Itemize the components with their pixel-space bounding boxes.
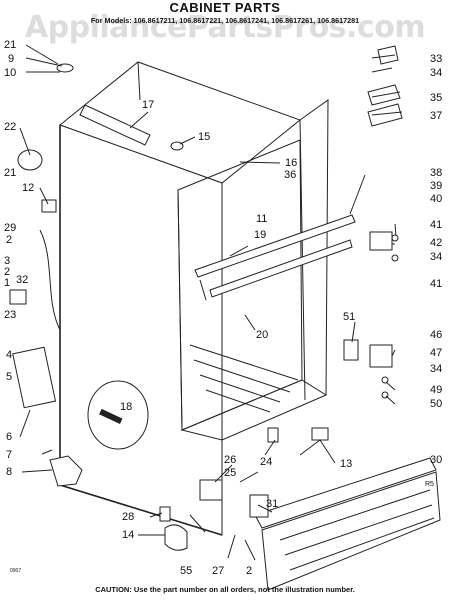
callout-5: 5 xyxy=(6,371,12,383)
callout-13: 13 xyxy=(340,458,352,470)
callout-1: 1 xyxy=(4,277,10,289)
caution-note: CAUTION: Use the part number on all orde… xyxy=(95,585,355,594)
callout-31: 31 xyxy=(266,498,278,510)
callout-46: 46 xyxy=(430,329,442,341)
leader-lines xyxy=(19,44,403,561)
control-assembly xyxy=(9,149,61,409)
callout-29: 29 xyxy=(4,222,16,234)
page-title: CABINET PARTS xyxy=(169,0,281,15)
callout-41b: 41 xyxy=(430,278,442,290)
callout-21: 21 xyxy=(4,39,16,51)
callout-34b: 34 xyxy=(430,251,442,263)
callout-4: 4 xyxy=(6,349,12,361)
callout-22: 22 xyxy=(4,121,16,133)
callout-2b: 2 xyxy=(4,266,10,278)
callout-36: 36 xyxy=(284,169,296,181)
detail-part xyxy=(99,408,123,425)
callout-50: 50 xyxy=(430,398,442,410)
toe-grille xyxy=(254,457,441,591)
callout-3: 3 xyxy=(4,255,10,267)
callout-30: 30 xyxy=(430,454,442,466)
callout-41: 41 xyxy=(430,219,442,231)
callout-35: 35 xyxy=(430,92,442,104)
callout-2: 2 xyxy=(6,234,12,246)
callout-34c: 34 xyxy=(430,363,442,375)
callout-40: 40 xyxy=(430,193,442,205)
callout-34: 34 xyxy=(430,67,442,79)
callout-7: 7 xyxy=(6,449,12,461)
callout-15: 15 xyxy=(198,131,210,143)
callout-33: 33 xyxy=(430,53,442,65)
callout-11: 11 xyxy=(256,213,267,225)
callout-23: 23 xyxy=(4,309,16,321)
detail-circle xyxy=(87,380,149,450)
callout-38: 38 xyxy=(430,167,442,179)
callout-51: 51 xyxy=(343,311,355,323)
callout-19: 19 xyxy=(254,229,266,241)
top-parts xyxy=(56,45,403,151)
callout-47: 47 xyxy=(430,347,442,359)
illustration-code: 0907 xyxy=(10,568,22,574)
model-list: For Models: 106.8617211, 106.8617221, 10… xyxy=(90,16,360,25)
callout-27: 27 xyxy=(212,565,224,577)
callout-16: 16 xyxy=(285,157,297,169)
callout-labels: 21 9 10 17 15 33 34 35 37 22 21 12 16 36… xyxy=(4,39,442,577)
callout-21b: 21 xyxy=(4,167,16,179)
callout-2c: 2 xyxy=(246,565,252,577)
callout-9: 9 xyxy=(8,53,14,65)
hinge-parts xyxy=(343,231,399,399)
callout-49: 49 xyxy=(430,384,442,396)
callout-20: 20 xyxy=(256,329,268,341)
callout-26: 26 xyxy=(224,454,236,466)
callout-25: 25 xyxy=(224,467,236,479)
callout-14: 14 xyxy=(122,529,134,541)
callout-32: 32 xyxy=(16,274,28,286)
callout-37: 37 xyxy=(430,110,442,122)
callout-6: 6 xyxy=(6,431,12,443)
callout-42: 42 xyxy=(430,237,442,249)
shelf-rails xyxy=(194,214,356,301)
callout-55: 55 xyxy=(180,565,192,577)
callout-10: 10 xyxy=(4,67,16,79)
callout-28: 28 xyxy=(122,511,134,523)
callout-12: 12 xyxy=(22,182,34,194)
callout-17: 17 xyxy=(142,99,154,111)
lower-parts xyxy=(49,427,329,551)
cabinet-body xyxy=(58,61,329,536)
revision-mark: R5 xyxy=(425,481,434,488)
callout-24: 24 xyxy=(260,456,272,468)
callout-8: 8 xyxy=(6,466,12,478)
callout-18: 18 xyxy=(120,401,132,413)
callout-39: 39 xyxy=(430,180,442,192)
